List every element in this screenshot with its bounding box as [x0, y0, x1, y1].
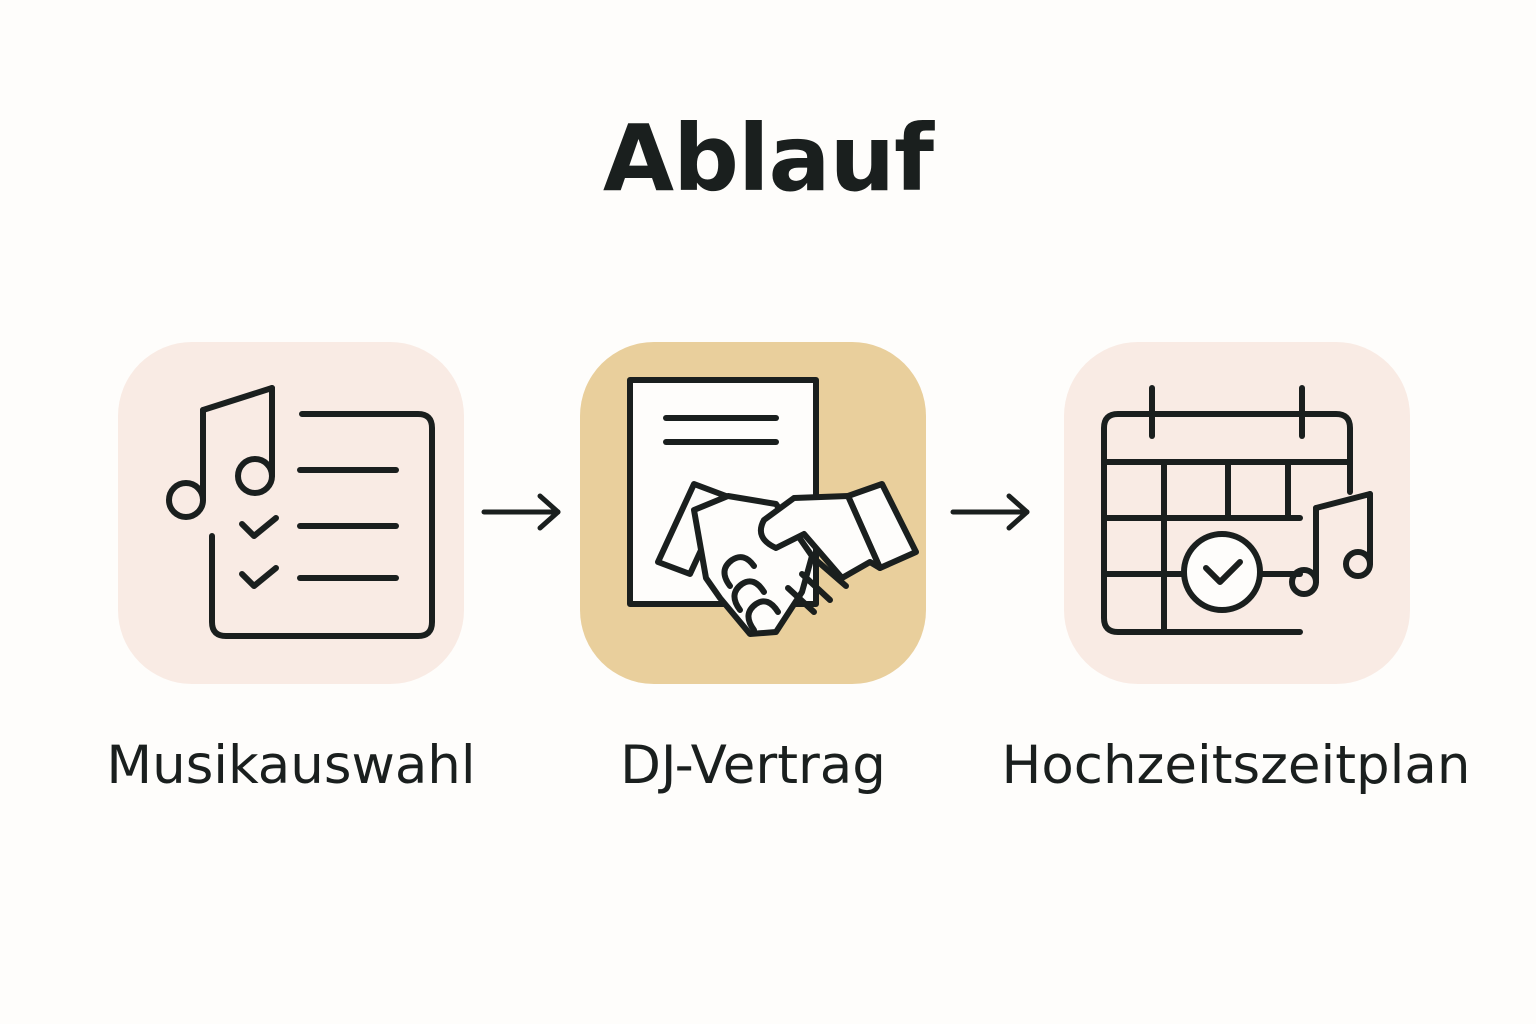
step-tile-dj-vertrag [580, 342, 926, 684]
step-tile-hochzeitszeitplan [1064, 342, 1410, 684]
step-label-hochzeitszeitplan: Hochzeitszeitplan [1001, 735, 1471, 796]
step-label-dj-vertrag: DJ-Vertrag [620, 735, 886, 796]
step-label-musikauswahl: Musikauswahl [106, 735, 476, 796]
music-checklist-icon [166, 385, 435, 639]
arrow-right-icon [481, 493, 561, 531]
arrow-right-icon [950, 493, 1030, 531]
calendar-music-icon [1101, 385, 1373, 635]
diagram-title: Ablauf [602, 105, 934, 212]
contract-handshake-icon [627, 377, 919, 637]
step-tile-musikauswahl [118, 342, 464, 684]
